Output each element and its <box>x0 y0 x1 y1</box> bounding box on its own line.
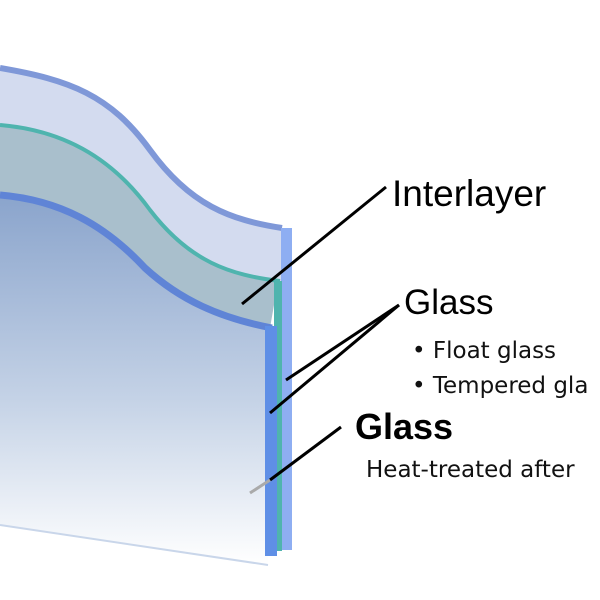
leader-line-glass-top-1 <box>285 303 400 382</box>
front-glass-top-edge <box>0 191 273 332</box>
leader-line-glass-bottom-tail <box>249 478 271 495</box>
interlayer-side-edge <box>274 281 282 551</box>
back-glass-face <box>0 68 282 282</box>
label-tempered-glass: • Tempered gla <box>412 373 588 399</box>
interlayer-top-edge <box>0 123 281 283</box>
front-glass-side-edge <box>265 326 277 556</box>
front-glass-bottom-edge <box>0 524 269 566</box>
leader-line-glass-top-2 <box>269 303 400 415</box>
front-glass-face <box>0 195 268 565</box>
back-glass-side-edge <box>281 228 292 550</box>
interlayer-face <box>0 125 278 328</box>
label-glass-bottom: Glass <box>355 406 453 447</box>
label-glass-top: Glass <box>404 283 493 322</box>
label-interlayer: Interlayer <box>392 173 546 214</box>
leader-line-glass-bottom <box>269 425 342 482</box>
leader-line-interlayer <box>241 185 387 306</box>
back-glass-top-edge <box>0 65 283 231</box>
label-heat-treated: Heat-treated after <box>366 457 575 483</box>
label-float-glass: • Float glass <box>412 338 556 364</box>
